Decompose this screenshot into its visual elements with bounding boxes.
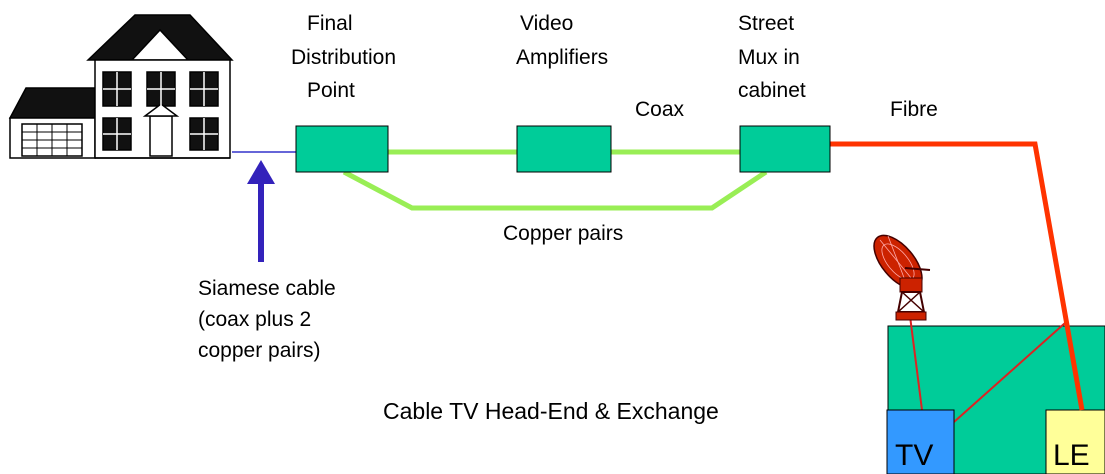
svg-text:Siamese cable: Siamese cable — [198, 277, 336, 300]
tv-box — [886, 409, 955, 474]
le-box — [1045, 409, 1105, 474]
svg-text:(coax plus 2: (coax plus 2 — [198, 308, 311, 331]
final-distribution-node — [295, 125, 389, 173]
svg-text:Final: Final — [307, 12, 353, 35]
copper-pairs-label: Copper pairs — [503, 222, 623, 245]
svg-text:Street: Street — [738, 12, 794, 35]
svg-text:cabinet: cabinet — [738, 79, 806, 102]
siamese-arrow — [247, 160, 275, 262]
tv-label: TV — [895, 439, 933, 472]
svg-text:Video: Video — [520, 12, 573, 35]
copper-pairs-line — [342, 169, 768, 211]
street-mux-label: Street Mux in cabinet — [738, 12, 806, 102]
house-icon — [8, 14, 234, 159]
fibre-line — [830, 141, 1085, 411]
street-mux-node — [739, 125, 831, 173]
coax-label: Coax — [635, 98, 685, 121]
satellite-dish-icon — [873, 234, 931, 321]
svg-text:Point: Point — [307, 79, 355, 102]
final-distribution-label: Final Distribution Point — [291, 12, 396, 102]
dish-to-tv-line — [909, 315, 923, 411]
fibre-label: Fibre — [890, 98, 938, 121]
siamese-cable-label: Siamese cable (coax plus 2 copper pairs) — [198, 277, 336, 362]
le-label: LE — [1053, 439, 1090, 472]
svg-text:Amplifiers: Amplifiers — [516, 46, 608, 69]
headend-label: Cable TV Head-End & Exchange — [383, 398, 719, 424]
video-amplifier-node — [516, 125, 612, 173]
svg-text:copper pairs): copper pairs) — [198, 339, 321, 362]
svg-text:Distribution: Distribution — [291, 46, 396, 69]
svg-text:Mux in: Mux in — [738, 46, 800, 69]
tv-to-le-line — [944, 322, 1066, 431]
video-amplifiers-label: Video Amplifiers — [516, 12, 608, 69]
